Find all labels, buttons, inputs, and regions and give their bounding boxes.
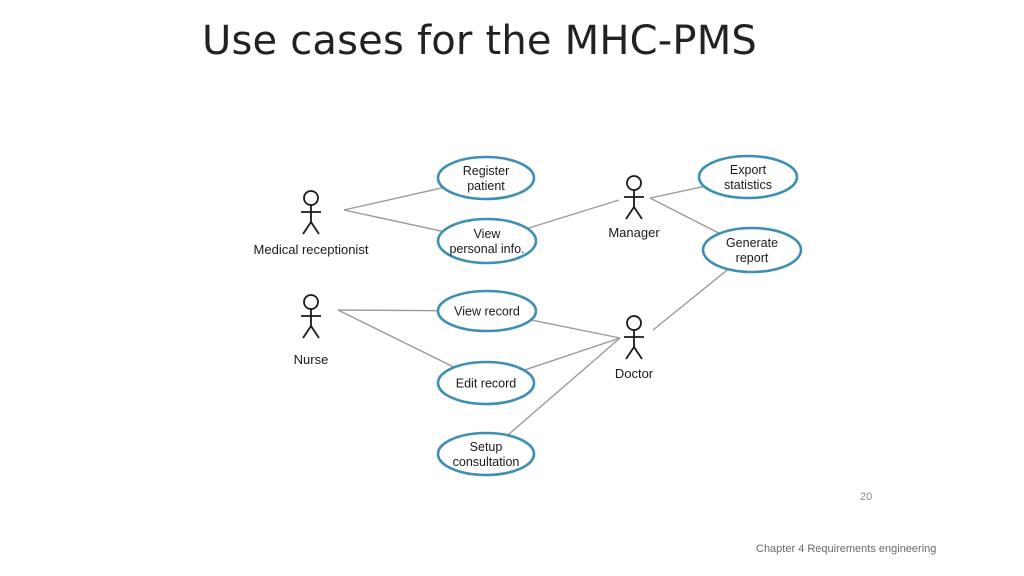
use-case-label: View record — [454, 305, 520, 319]
use-case-label: personal info. — [449, 242, 524, 256]
use-case-label: statistics — [724, 178, 772, 192]
use-case-ellipse — [436, 289, 538, 333]
association-doctor-setup-consultation — [507, 337, 621, 436]
use-case-ellipse — [436, 217, 538, 265]
association-manager-generate-report — [649, 197, 720, 235]
use-case-ellipse — [697, 154, 799, 200]
association-doctor-edit-record — [523, 337, 621, 371]
actor-icon — [301, 190, 321, 235]
actor-icon — [624, 175, 644, 220]
association-manager-export-statistics — [649, 185, 705, 199]
association-nurse-edit-record — [337, 309, 455, 368]
actor-nurse: Nurse — [294, 294, 329, 367]
page-number: 20 — [860, 491, 873, 503]
associations-layer — [337, 185, 729, 436]
association-medical-receptionist-register-patient — [343, 186, 444, 211]
actor-label: Nurse — [294, 352, 329, 367]
association-doctor-generate-report — [652, 268, 729, 331]
slide-title: Use cases for the MHC-PMS — [202, 18, 757, 64]
use-case-ellipse — [436, 360, 536, 406]
actor-doctor: Doctor — [615, 315, 654, 381]
association-doctor-view-record — [530, 319, 621, 339]
footer-text: Chapter 4 Requirements engineering — [756, 543, 937, 555]
actor-label: Doctor — [615, 366, 654, 381]
use-case-label: patient — [467, 179, 505, 193]
actor-manager: Manager — [608, 175, 660, 240]
use-case-label: Generate — [726, 236, 778, 250]
actor-label: Manager — [608, 225, 660, 240]
use-case-label: consultation — [453, 455, 520, 469]
association-nurse-view-record — [337, 309, 439, 312]
use-case-ellipse — [436, 431, 536, 477]
association-medical-receptionist-view-personal-info — [343, 209, 444, 233]
use-case-label: Edit record — [456, 377, 516, 391]
actor-label: Medical receptionist — [254, 242, 369, 257]
actor-medical-receptionist: Medical receptionist — [254, 190, 369, 257]
actor-icon — [301, 294, 321, 339]
use-case-ellipse — [701, 226, 803, 274]
use-case-ellipse — [436, 155, 536, 201]
actor-icon — [624, 315, 644, 360]
use-case-edit-record: Edit record — [436, 360, 536, 406]
association-manager-view-personal-info — [527, 199, 620, 230]
use-case-view-record: View record — [436, 289, 538, 333]
use-case-label: Register — [463, 164, 510, 178]
use-case-label: Setup — [470, 440, 503, 454]
use-case-label: Export — [730, 163, 767, 177]
use-case-label: report — [736, 251, 769, 265]
use-case-label: View — [474, 227, 502, 241]
